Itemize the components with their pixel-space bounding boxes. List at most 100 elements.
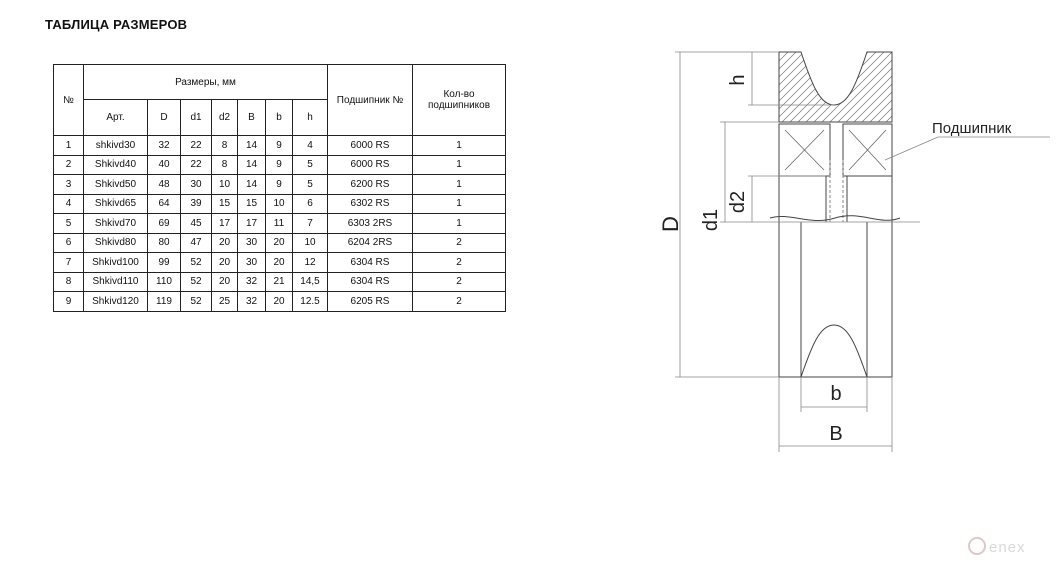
table-cell: 21	[265, 271, 293, 292]
table-cell: 14	[237, 135, 266, 156]
logo-icon	[968, 537, 986, 555]
table-cell: 40	[147, 154, 181, 175]
table-cell: 17	[211, 213, 238, 234]
table-cell: 6303 2RS	[327, 213, 413, 234]
wheel-lower	[778, 222, 893, 378]
table-cell: 52	[180, 271, 212, 292]
table-cell: 14	[237, 174, 266, 195]
table-cell: 80	[147, 232, 181, 253]
qty-header: Кол-во подшипников	[412, 64, 506, 136]
table-cell: 1	[53, 135, 84, 156]
table-cell: 10	[292, 232, 328, 253]
table-cell: 2	[412, 291, 506, 312]
table-cell: 20	[211, 271, 238, 292]
table-cell: 69	[147, 213, 181, 234]
table-cell: 6205 RS	[327, 291, 413, 312]
table-cell: Shkivd65	[83, 193, 148, 214]
table-cell: 6200 RS	[327, 174, 413, 195]
table-cell: 8	[211, 135, 238, 156]
bearing-header: Подшипник №	[327, 64, 413, 136]
table-cell: 64	[147, 193, 181, 214]
table-cell: 7	[292, 213, 328, 234]
table-cell: 14	[237, 154, 266, 175]
sub-header-h: h	[292, 99, 328, 136]
enex-logo: enex	[968, 537, 1026, 556]
table-cell: 110	[147, 271, 181, 292]
table-cell: 39	[180, 193, 212, 214]
label-b: b	[830, 383, 841, 405]
table-cell: 5	[53, 213, 84, 234]
table-cell: 9	[53, 291, 84, 312]
table-cell: 20	[211, 252, 238, 273]
table-cell: 6304 RS	[327, 252, 413, 273]
label-B: B	[829, 423, 842, 445]
table-cell: 99	[147, 252, 181, 273]
table-cell: 48	[147, 174, 181, 195]
table-cell: 20	[265, 252, 293, 273]
rim-section-top	[778, 51, 893, 123]
table-cell: 32	[147, 135, 181, 156]
table-cell: 20	[211, 232, 238, 253]
table-cell: 5	[292, 154, 328, 175]
sub-header-art: Арт.	[83, 99, 148, 136]
table-cell: 15	[237, 193, 266, 214]
sub-header-d1: d1	[180, 99, 212, 136]
groove-bottom	[800, 324, 868, 378]
table-cell: 20	[265, 232, 293, 253]
table-cell: 10	[211, 174, 238, 195]
table-cell: 6	[292, 193, 328, 214]
table-cell: 32	[237, 291, 266, 312]
table-cell: 3	[53, 174, 84, 195]
col-number-header: №	[53, 64, 84, 136]
table-cell: 7	[53, 252, 84, 273]
table-cell: 6	[53, 232, 84, 253]
table-cell: 6304 RS	[327, 271, 413, 292]
pulley-drawing: D h d1 d2 b B Подшипник	[658, 51, 1050, 452]
table-cell: 47	[180, 232, 212, 253]
table-cell: 8	[211, 154, 238, 175]
sub-header-B: B	[237, 99, 266, 136]
table-cell: Shkivd100	[83, 252, 148, 273]
label-bearing: Подшипник	[932, 120, 1012, 137]
label-D: D	[658, 216, 683, 232]
label-h: h	[727, 74, 749, 85]
table-cell: 9	[265, 154, 293, 175]
page-title: ТАБЛИЦА РАЗМЕРОВ	[45, 17, 188, 32]
table-cell: 1	[412, 154, 506, 175]
table-cell: shkivd30	[83, 135, 148, 156]
table-cell: 2	[53, 154, 84, 175]
table-cell: 6000 RS	[327, 154, 413, 175]
table-cell: Shkivd110	[83, 271, 148, 292]
break-line	[769, 215, 901, 222]
sub-header-D: D	[147, 99, 181, 136]
table-cell: Shkivd70	[83, 213, 148, 234]
label-d2: d2	[727, 191, 749, 213]
table-cell: 1	[412, 174, 506, 195]
table-cell: 30	[237, 252, 266, 273]
table-cell: Shkivd50	[83, 174, 148, 195]
table-cell: Shkivd40	[83, 154, 148, 175]
table-cell: 6204 2RS	[327, 232, 413, 253]
table-cell: 2	[412, 252, 506, 273]
size-table: № Размеры, мм Подшипник № Кол-во подшипн…	[53, 64, 506, 312]
table-cell: 9	[265, 174, 293, 195]
table-cell: 20	[265, 291, 293, 312]
table-cell: Shkivd80	[83, 232, 148, 253]
table-cell: 17	[237, 213, 266, 234]
sub-header-b: b	[265, 99, 293, 136]
table-cell: 1	[412, 213, 506, 234]
table-cell: 12	[292, 252, 328, 273]
dims-header: Размеры, мм	[83, 64, 328, 100]
table-cell: 30	[237, 232, 266, 253]
table-cell: 8	[53, 271, 84, 292]
table-cell: 32	[237, 271, 266, 292]
table-cell: 10	[265, 193, 293, 214]
